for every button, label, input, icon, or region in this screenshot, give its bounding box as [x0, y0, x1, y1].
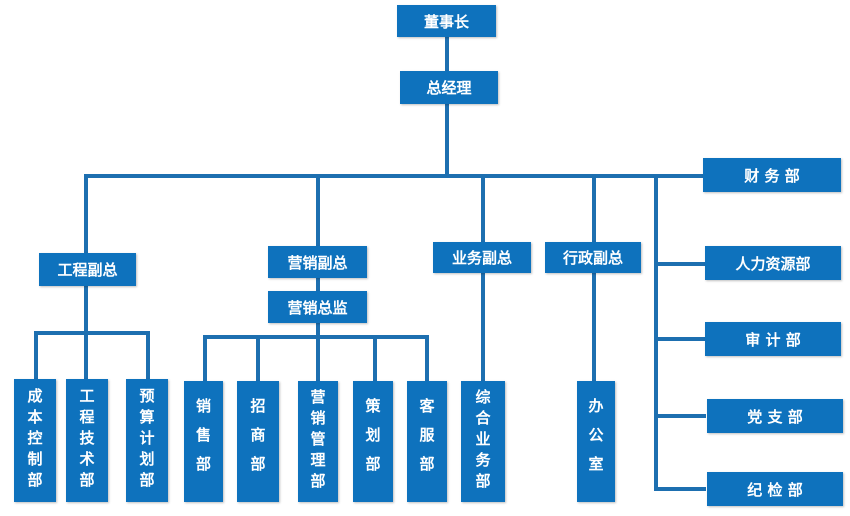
vp-admin-label: 行政副总: [562, 249, 623, 267]
vp-engineering-label: 工程副总: [57, 261, 118, 279]
connector-line: [84, 286, 88, 333]
marketing-mgmt-dept-label: 营销管理部: [308, 389, 327, 494]
budget-plan-dept-box: 预算计划部: [126, 379, 168, 502]
sales-dept-label: 销售部: [194, 398, 212, 485]
connector-line: [84, 174, 704, 178]
connector-line: [203, 335, 429, 339]
discipline-dept-label: 纪 检 部: [747, 480, 803, 499]
connector-line: [316, 174, 320, 246]
connector-line: [445, 103, 449, 175]
audit-dept-label: 审 计 部: [745, 330, 801, 349]
connector-line: [34, 331, 38, 379]
marketing-director-label: 营销总监: [287, 298, 348, 317]
discipline-dept-box: 纪 检 部: [707, 472, 843, 506]
customer-service-dept-label: 客服部: [417, 398, 436, 485]
connector-line: [654, 174, 658, 490]
finance-dept-label: 财 务 部: [744, 166, 800, 185]
connector-line: [481, 174, 485, 242]
connector-line: [445, 36, 449, 72]
cost-control-dept-label: 成本控制部: [25, 388, 44, 493]
party-branch-box: 党 支 部: [707, 399, 843, 433]
finance-dept-box: 财 务 部: [703, 158, 841, 192]
connector-line: [34, 331, 150, 335]
planning-dept-box: 策划部: [353, 381, 393, 502]
connector-line: [316, 323, 320, 381]
planning-dept-label: 策划部: [363, 398, 382, 485]
connector-line: [425, 335, 429, 381]
connector-line: [373, 335, 377, 381]
eng-tech-dept-label: 工程技术部: [77, 388, 96, 493]
general-business-dept-box: 综合业务部: [461, 381, 505, 502]
vp-marketing-box: 营销副总: [268, 246, 367, 278]
office-box: 办公室: [577, 381, 615, 502]
chairman-label: 董事长: [423, 12, 469, 31]
vp-business-label: 业务副总: [451, 249, 512, 267]
connector-line: [654, 262, 706, 266]
vp-business-box: 业务副总: [433, 242, 531, 273]
connector-line: [316, 278, 320, 292]
party-branch-label: 党 支 部: [747, 407, 803, 426]
office-label: 办公室: [586, 398, 605, 485]
marketing-mgmt-dept-box: 营销管理部: [298, 381, 338, 502]
hr-dept-label: 人力资源部: [735, 254, 811, 273]
vp-admin-box: 行政副总: [545, 242, 641, 273]
general-business-dept-label: 综合业务部: [473, 389, 492, 494]
connector-line: [256, 335, 260, 381]
investment-dept-label: 招商部: [248, 398, 267, 485]
connector-line: [654, 414, 706, 418]
connector-line: [146, 331, 150, 379]
customer-service-dept-box: 客服部: [407, 381, 447, 502]
connector-line: [654, 337, 706, 341]
connector-line: [84, 174, 88, 254]
connector-line: [592, 174, 596, 242]
budget-plan-dept-label: 预算计划部: [137, 388, 156, 493]
connector-line: [654, 487, 706, 491]
vp-engineering-box: 工程副总: [39, 253, 136, 286]
connector-line: [481, 272, 485, 381]
marketing-director-box: 营销总监: [268, 291, 367, 323]
chairman-box: 董事长: [397, 5, 496, 37]
connector-line: [203, 335, 207, 381]
general-manager-box: 总经理: [400, 71, 498, 104]
eng-tech-dept-box: 工程技术部: [66, 379, 108, 502]
cost-control-dept-box: 成本控制部: [14, 379, 56, 502]
vp-marketing-label: 营销副总: [287, 253, 348, 272]
investment-dept-box: 招商部: [237, 381, 279, 502]
connector-line: [592, 272, 596, 381]
audit-dept-box: 审 计 部: [705, 322, 841, 356]
general-manager-label: 总经理: [426, 79, 472, 97]
hr-dept-box: 人力资源部: [705, 246, 841, 280]
connector-line: [84, 331, 88, 379]
sales-dept-box: 销售部: [184, 381, 223, 502]
